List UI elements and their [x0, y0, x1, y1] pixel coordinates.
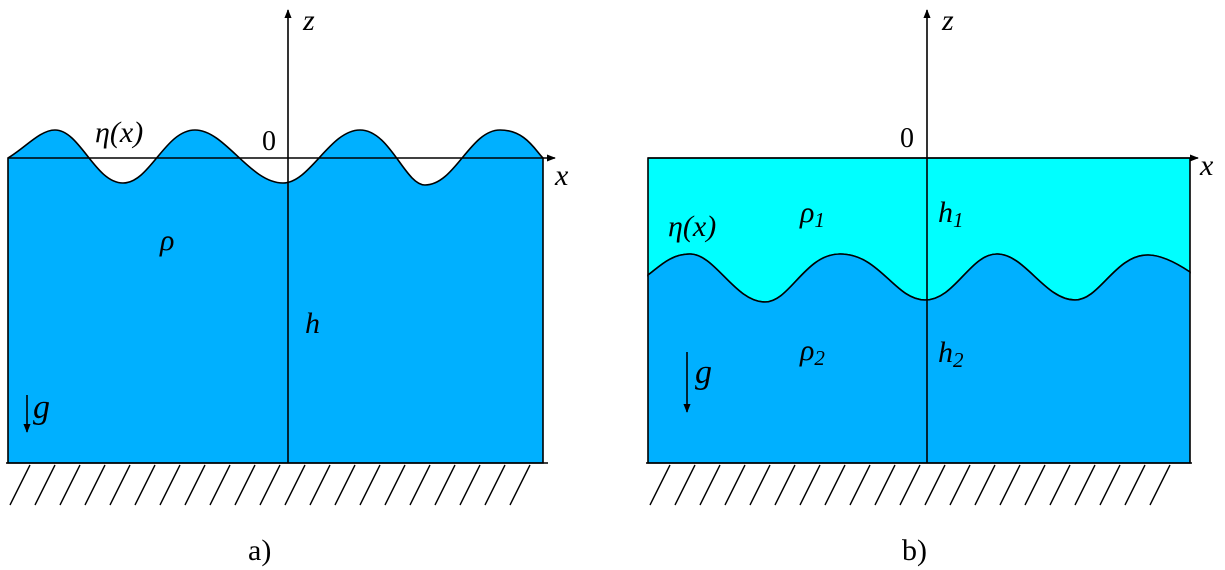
panel-b-h1-label: h1 [938, 196, 964, 232]
panel-a-x-label: x [554, 159, 569, 192]
panel-a-rho-label: ρ [159, 224, 174, 257]
panel-b-h1-sub: 1 [953, 208, 964, 232]
panel-a-depth-label: h [305, 307, 320, 340]
panel-a-ground-hatching [6, 462, 548, 506]
panel-b-rho1-label: ρ1 [799, 196, 825, 232]
panel-b-rho1-sub: 1 [814, 208, 825, 232]
panel-b-ground-hatching [646, 462, 1192, 506]
panel-b-h2-base: h [938, 336, 953, 369]
panel-b-eta-label: η(x) [668, 210, 716, 243]
panel-a-caption: a) [248, 534, 271, 567]
panel-b-z-label: z [941, 4, 954, 37]
panel-b-rho2-sub: 2 [814, 346, 825, 370]
panel-b-rho2-label: ρ2 [799, 334, 825, 370]
panel-a: z x 0 η(x) ρ h g a) [6, 4, 569, 567]
panel-b-h1-base: h [938, 196, 953, 229]
panel-b-origin-label: 0 [900, 123, 914, 154]
panel-a-gravity-label: g [33, 389, 50, 426]
panel-a-z-label: z [302, 4, 315, 37]
panel-b-x-label: x [1199, 149, 1214, 182]
panel-b: z x 0 η(x) ρ1 h1 ρ2 h2 g b) [646, 4, 1214, 567]
panel-a-eta-label: η(x) [95, 116, 143, 149]
panel-b-rho1-base: ρ [799, 196, 814, 229]
panel-b-h2-label: h2 [938, 336, 964, 372]
panel-b-h2-sub: 2 [953, 348, 964, 372]
panel-b-lower-layer [647, 253, 1191, 464]
panel-a-fluid [7, 129, 544, 464]
panel-b-gravity-label: g [695, 354, 712, 391]
panel-b-caption: b) [902, 534, 927, 567]
panel-a-origin-label: 0 [262, 126, 276, 157]
panel-b-rho2-base: ρ [799, 334, 814, 367]
